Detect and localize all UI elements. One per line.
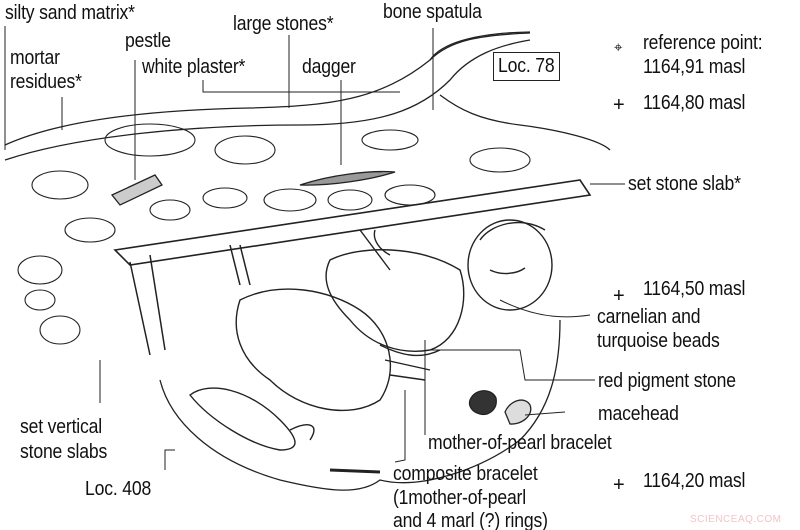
label-composite-bracelet-line3: and 4 marl (?) rings) [393,510,548,530]
label-reference-point: reference point: [643,32,763,54]
label-vertical-slabs-line1: set vertical [20,416,103,438]
hand [289,424,315,441]
red-pigment-stone-object [468,390,497,416]
label-composite-bracelet-line2: (1mother-of-pearl [393,487,526,509]
stone [104,123,196,157]
macehead-object [504,399,532,425]
stone [31,170,89,200]
label-mortar-residues-line2: residues* [10,71,82,93]
leader-line [202,80,400,93]
vertical-slabs [129,244,251,356]
stone [202,187,248,209]
stone [469,147,531,173]
forearm-bracelets [379,344,441,381]
leader-line [394,390,406,463]
label-bone-spatula: bone spatula [383,1,482,23]
pestle-object [110,174,163,206]
label-mother-of-pearl-bracelet: mother-of-pearl bracelet [428,432,612,454]
plaster-layer [4,32,531,146]
plus-icon: + [613,474,625,496]
plus-icon: + [613,94,625,116]
label-elevation-1164-80: 1164,80 masl [643,92,746,114]
label-elevation-1164-50: 1164,50 masl [643,278,746,300]
grave-outline [159,319,561,491]
label-white-plaster: white plaster* [142,56,246,78]
label-red-pigment-stone: red pigment stone [598,370,736,392]
label-macehead: macehead [598,403,679,425]
leader-line [430,349,595,381]
label-carnelian-line1: carnelian and [597,306,701,328]
stone [24,289,56,311]
stone [214,135,276,165]
arm [359,229,391,271]
label-large-stones: large stones* [233,13,334,35]
watermark: SCIENCEAQ.COM [690,514,782,525]
circle-crosshair-icon: ⌖ [614,39,623,56]
skull [467,219,553,311]
label-reference-elevation: 1164,91 masl [643,56,746,78]
lower-legs [189,387,296,451]
label-carnelian-line2: turquoise beads [597,330,720,352]
loc-78-box [493,52,560,81]
leader-lines [4,26,625,470]
label-loc-408: Loc. 408 [85,478,152,500]
leader-line [164,449,175,470]
label-silty-sand-matrix: silty sand matrix* [5,2,135,24]
label-pestle: pestle [125,30,171,52]
bone-spatula-sketch [429,31,611,151]
skeleton-figure [189,219,553,451]
leader-line [524,411,566,416]
torso [325,249,465,352]
stone [361,129,419,151]
stone [17,255,63,285]
label-dagger: dagger [302,56,356,78]
stone [39,315,81,345]
dagger-object [299,170,396,186]
stone [149,199,191,221]
leader-line [499,299,591,318]
composite-bracelet-object [329,468,381,474]
stone [384,184,436,206]
pelvis-legs [235,288,392,412]
label-vertical-slabs-line2: stone slabs [20,441,108,463]
label-loc-78: Loc. 78 [498,55,555,77]
label-mortar-residues-line1: mortar [10,47,60,69]
label-elevation-1164-20: 1164,20 masl [643,470,746,492]
face-details [479,221,546,275]
stone [327,189,373,211]
plus-icon: + [613,285,625,307]
stone [64,217,116,243]
label-set-stone-slab: set stone slab* [628,173,741,195]
fill-upper-boundary [4,39,531,161]
stone [263,188,317,212]
label-composite-bracelet-line1: composite bracelet [393,463,538,485]
stones [17,123,531,345]
set-stone-slab [113,179,592,266]
